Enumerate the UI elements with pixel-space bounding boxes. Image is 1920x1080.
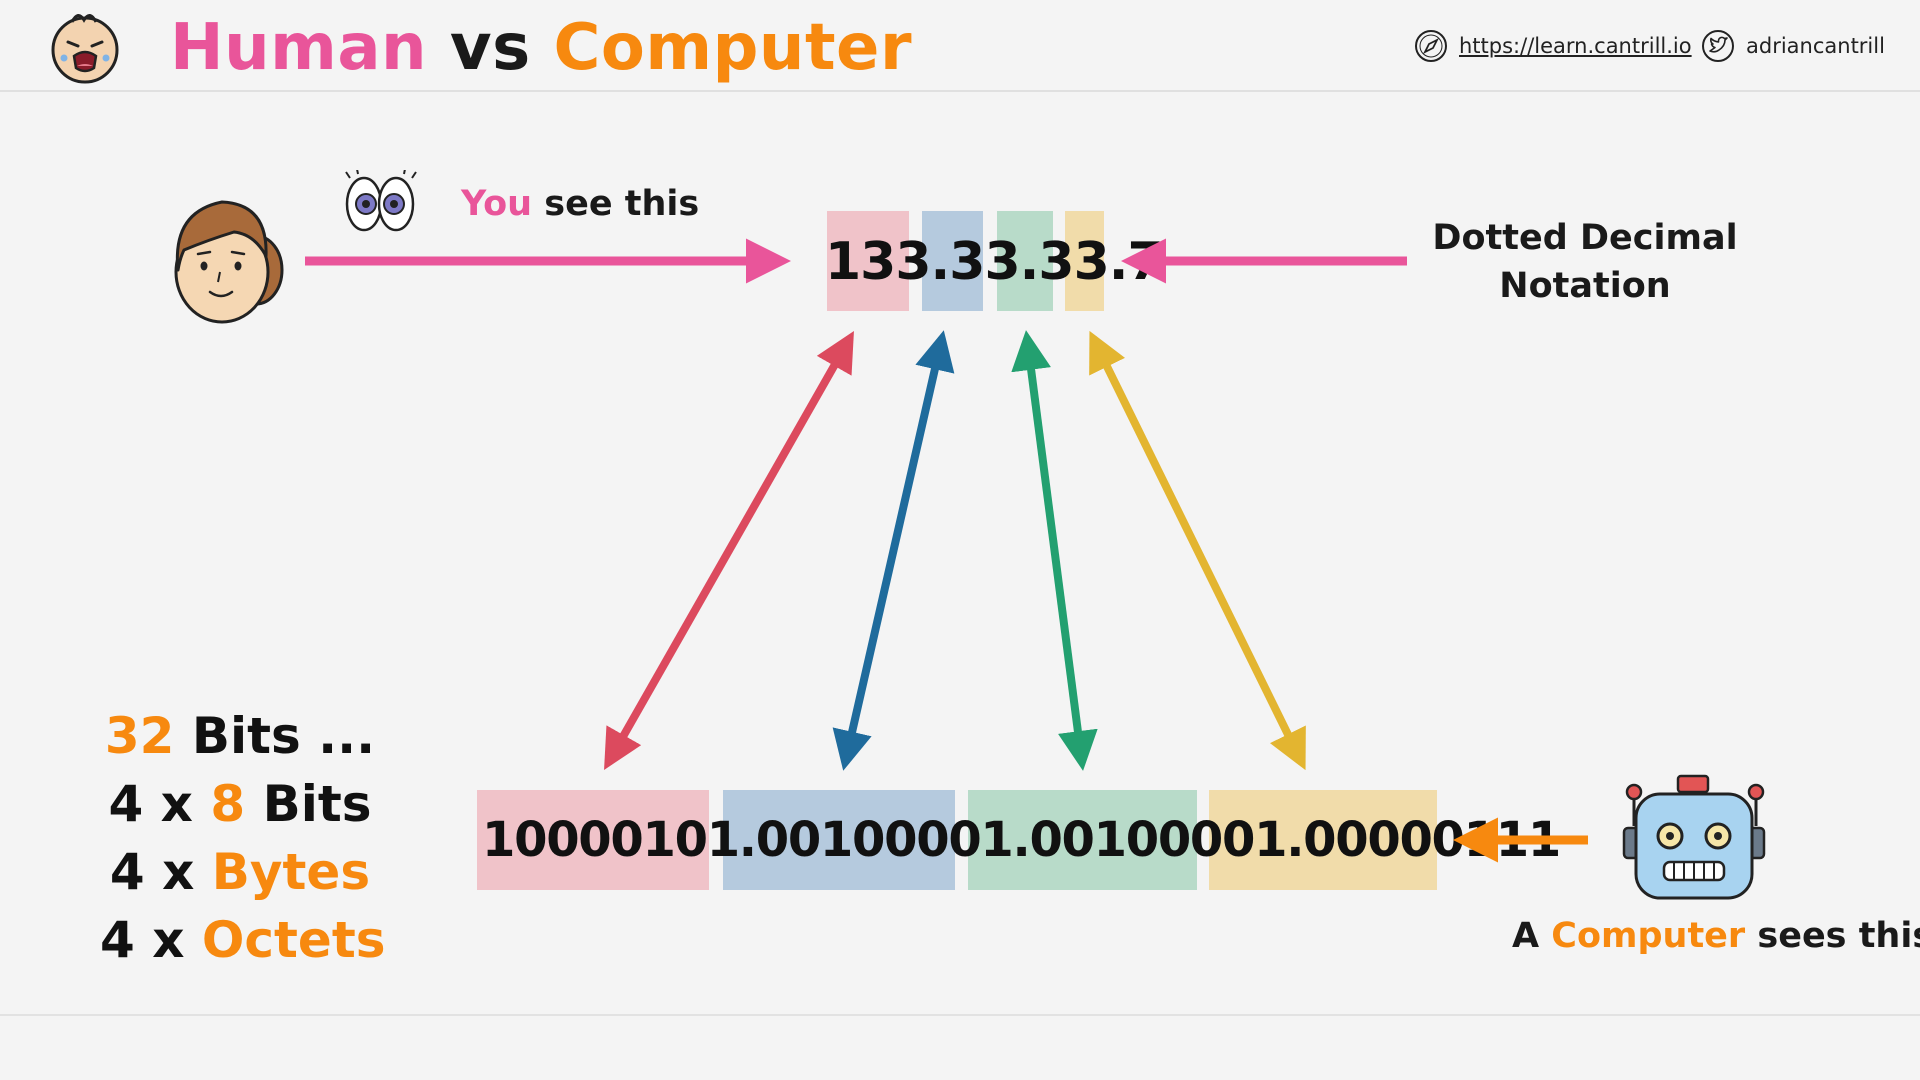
octet-2-arrow xyxy=(832,330,955,771)
decimal-octet-2-box xyxy=(922,211,983,311)
page-title: Human vs Computer xyxy=(170,2,912,94)
octet-1-arrow xyxy=(604,331,854,770)
computer-sees-this-label: A Computer sees this xyxy=(1512,916,1920,956)
sees-this-word: sees this xyxy=(1757,916,1920,956)
dotted-decimal-label: Dotted Decimal Notation xyxy=(1400,214,1770,310)
you-word: You xyxy=(461,184,533,224)
binary-octet-4-box xyxy=(1209,790,1437,890)
decimal-octet-1-box xyxy=(827,211,909,311)
header xyxy=(0,0,1920,92)
bits-row-4: 4 x Octets xyxy=(100,911,386,969)
notation-line-1: Dotted Decimal xyxy=(1432,218,1738,258)
binary-ip: 10000101.00100001.00100001.00000111 xyxy=(482,812,1561,868)
eyes-icon xyxy=(345,170,417,232)
human-face-icon xyxy=(174,200,284,324)
decimal-octet-3-box xyxy=(997,211,1053,311)
title-human: Human xyxy=(170,11,428,85)
binary-octet-3-box xyxy=(968,790,1197,890)
twitter-link[interactable]: adriancantrill xyxy=(1700,28,1885,64)
you-see-this-label: You see this xyxy=(461,184,699,224)
robot-icon xyxy=(1622,774,1766,900)
bits-row-3: 4 x Bytes xyxy=(109,843,371,901)
computer-word: Computer xyxy=(1551,916,1746,956)
binary-octet-2-box xyxy=(723,790,955,890)
twitter-icon xyxy=(1702,30,1734,62)
bits-row-2: 4 x 8 Bits xyxy=(108,775,372,833)
bits-row-1: 32 Bits ... xyxy=(104,707,376,765)
website-url[interactable]: https://learn.cantrill.io xyxy=(1459,34,1692,58)
title-computer: Computer xyxy=(553,11,912,85)
decimal-octet-4-box xyxy=(1065,211,1104,311)
binary-octet-1-box xyxy=(477,790,709,890)
compass-icon xyxy=(1415,30,1447,62)
notation-line-2: Notation xyxy=(1499,266,1671,306)
title-vs: vs xyxy=(449,11,531,85)
decimal-ip: 133.33.33.7 xyxy=(825,232,1164,292)
crying-baby-icon xyxy=(51,14,119,84)
octet-3-arrow xyxy=(1011,330,1098,771)
see-this-word: see this xyxy=(544,184,700,224)
twitter-handle[interactable]: adriancantrill xyxy=(1746,34,1885,58)
footer-divider xyxy=(0,1014,1920,1016)
octet-4-arrow xyxy=(1089,330,1306,771)
website-link[interactable]: https://learn.cantrill.io xyxy=(1413,28,1692,64)
bits-list: 32 Bits ... 4 x 8 Bits 4 x Bytes 4 x Oct… xyxy=(100,702,386,974)
a-word: A xyxy=(1512,916,1540,956)
